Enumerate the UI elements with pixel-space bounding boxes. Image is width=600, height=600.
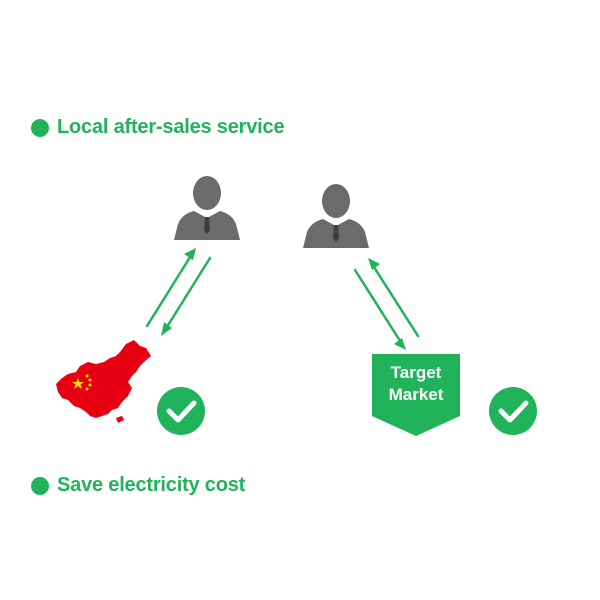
target-market-label: Target Market <box>372 362 460 406</box>
arrow-head-up-left <box>184 248 196 260</box>
bullet-label: Local after-sales service <box>57 116 285 138</box>
check-circle-icon <box>489 387 537 435</box>
china-map-icon <box>56 340 151 423</box>
bullet-dot-icon <box>31 118 49 137</box>
bullet-save-electricity: Save electricity cost <box>31 474 245 497</box>
arrow-up-left <box>145 252 194 328</box>
arrow-head-down-right <box>394 338 406 350</box>
check-circle-icon <box>157 387 205 435</box>
arrow-head-up-right <box>368 258 380 270</box>
target-market-line2: Market <box>388 385 444 404</box>
arrow-up-right <box>370 262 420 338</box>
bullet-label: Save electricity cost <box>57 474 246 496</box>
arrow-down-right <box>353 268 404 346</box>
target-market-badge <box>372 354 460 436</box>
person-icon <box>303 184 369 248</box>
arrow-down-left <box>163 256 212 332</box>
bullet-dot-icon <box>31 476 49 495</box>
person-icon <box>174 176 240 240</box>
target-market-line1: Target <box>390 363 442 382</box>
bullet-local-after-sales: Local after-sales service <box>31 116 285 139</box>
arrow-head-down-left <box>161 322 172 336</box>
